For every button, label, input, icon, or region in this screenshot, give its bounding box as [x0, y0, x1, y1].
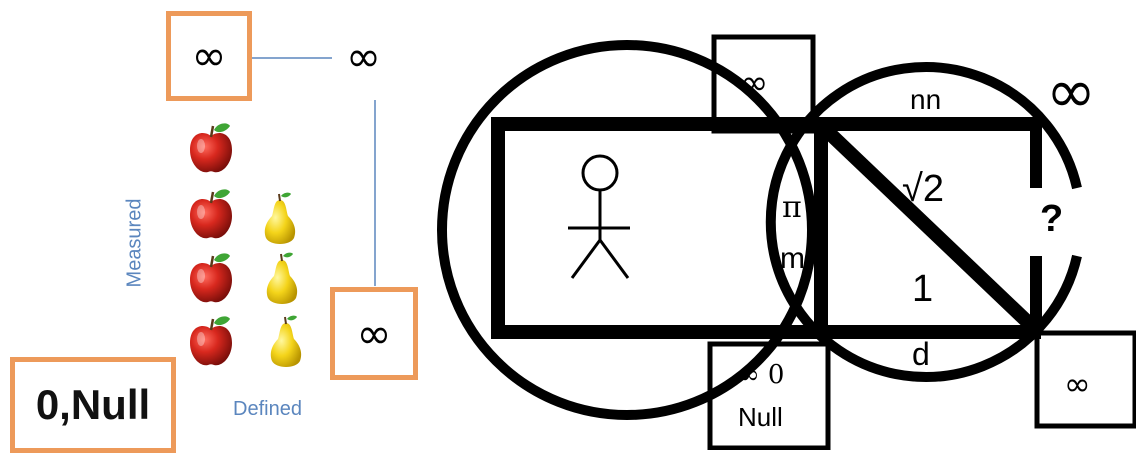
bottom-square: [707, 341, 831, 450]
stick-figure-icon: [568, 154, 630, 279]
label-pi: π: [782, 190, 802, 225]
right-infinity-box: ∞: [330, 287, 418, 380]
null-box: 0,Null: [10, 357, 176, 453]
defined-axis-label: Defined: [233, 398, 302, 420]
diagonal-line: [819, 122, 1041, 336]
label-question: ?: [1040, 198, 1064, 240]
null-box-label: 0,Null: [35, 381, 151, 428]
bottom-square-line1: ∞ 0: [738, 360, 785, 390]
right-circle: [765, 62, 1082, 382]
bottom-right-square-infinity: ∞: [1064, 365, 1091, 403]
corner-infinity: ∞: [1046, 57, 1096, 127]
top-infinity-box: ∞: [166, 11, 252, 101]
bottom-square-line2: Null: [738, 402, 783, 432]
top-square-infinity: ∞: [740, 63, 769, 103]
top-infinity-symbol: ∞: [191, 31, 227, 80]
plain-infinity-symbol: ∞: [346, 32, 381, 81]
label-sqrt2: √2: [902, 168, 944, 210]
label-m: m: [780, 242, 805, 275]
left-circle: [437, 40, 817, 420]
top-square: [711, 34, 816, 134]
label-d: d: [912, 336, 930, 372]
right-infinity-symbol: ∞: [356, 308, 392, 358]
label-nn: nn: [910, 84, 942, 115]
bottom-right-square: [1034, 330, 1136, 429]
label-1: 1: [912, 268, 934, 310]
